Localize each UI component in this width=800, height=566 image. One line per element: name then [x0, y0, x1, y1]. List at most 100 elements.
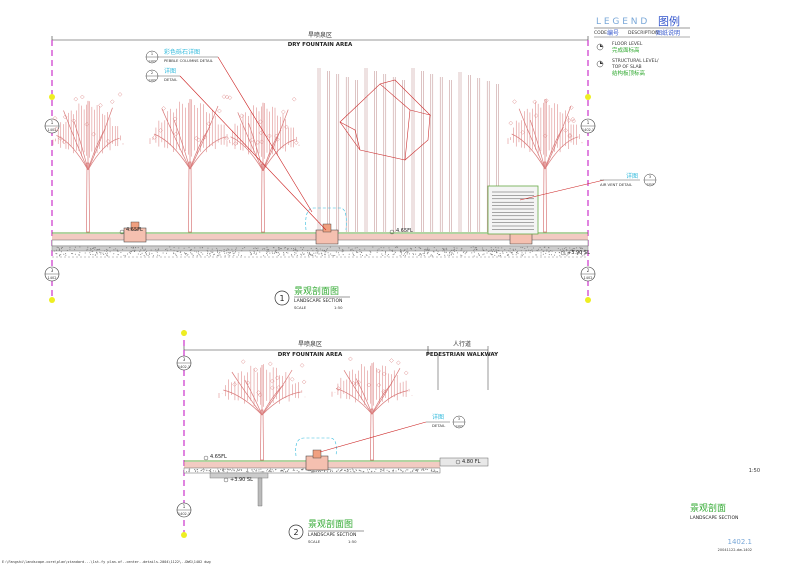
s1-callout-3-en: AIR VENT DETAIL — [600, 182, 633, 187]
legend-code-en: CODE — [594, 30, 607, 36]
tb-file-ref: 20041122-dw-1402 — [718, 548, 752, 552]
s1-callout-3-num: 3 — [649, 175, 651, 179]
s1-grid-dot — [585, 297, 591, 303]
s1-callout-1-cn: 彩色砾石详图 — [164, 48, 200, 56]
s1-grid-dot — [49, 94, 55, 100]
tree — [53, 92, 123, 232]
s1-fountain-slats — [318, 68, 499, 232]
tb-sheet-no: 1402.1 — [728, 538, 753, 546]
s2-level-left-text: 4.65FL — [210, 454, 227, 460]
tree — [227, 97, 299, 232]
s1-air-vent — [488, 186, 538, 234]
s2-title-num: 2 — [293, 528, 298, 537]
s2-level-sl-text: +3.90 SL — [230, 477, 253, 483]
s1-callout-3-sheet: 1114 — [646, 182, 654, 186]
legend-code-cn: 编号 — [607, 29, 619, 37]
s2-scale-value: 1:50 — [348, 539, 357, 544]
tree — [150, 95, 232, 232]
s2-title-en: LANDSCAPE SECTION — [308, 532, 356, 538]
floor-level-symbol — [597, 44, 603, 50]
s1-grid-bubble-sheet: 1402 — [48, 276, 57, 280]
legend-desc-en: DESCRIPTION — [628, 30, 658, 36]
legend-item2-en1: STRUCTURAL LEVEL/ — [612, 58, 659, 64]
s1-grid-bubble-num: 1 — [51, 120, 54, 125]
s1-callout-2-sheet: 1103 — [148, 78, 156, 82]
s1-callout-1-num: 1 — [151, 52, 153, 56]
s2-title: 2 景观剖面图 LANDSCAPE SECTION SCALE 1:50 — [289, 518, 364, 544]
legend-desc-cn: 图纸说明 — [656, 29, 680, 37]
s1-callout-2-cn: 详图 — [164, 67, 176, 75]
s1-grid-bubble-left-top: 1 1402 — [45, 119, 59, 133]
s1-level-left-text: 4.65FL — [126, 227, 143, 233]
legend-title-en: L E G E N D — [596, 17, 647, 27]
tb-title-cn: 景观剖面 — [690, 502, 726, 514]
s1-grid-bubble-right-top: 1 1402.1 — [581, 119, 595, 133]
s1-grid-dot — [49, 297, 55, 303]
s1-grid-bubble-num: 1 — [587, 120, 590, 125]
s2-grid-bubble-top: 3 1402.1 — [177, 356, 191, 370]
s1-callout-2-num: 2 — [151, 71, 153, 75]
s1-grid-bubble-sheet: 1402.1 — [582, 128, 594, 132]
s1-scale-label: SCALE — [294, 305, 307, 310]
s2-area2-cn: 人行道 — [453, 340, 471, 348]
s1-grid-bubble-right-bottom: 2 1402 — [581, 267, 595, 281]
legend-item2-en2: TOP OF SLAB — [611, 64, 642, 70]
section-1: 旱喷泉区 DRY FOUNTAIN AREA 1 1402 1 1402.1 3… — [45, 31, 656, 310]
s2-scale-label: SCALE — [308, 539, 321, 544]
s1-title: 1 景观剖面图 LANDSCAPE SECTION SCALE 1:50 — [275, 285, 350, 310]
s1-area-cn: 旱喷泉区 — [308, 31, 332, 39]
tree — [219, 360, 306, 460]
s2-trees — [219, 357, 412, 460]
legend-item1-en: FLOOR LEVEL — [612, 41, 643, 47]
s2-grid-dot — [181, 532, 187, 538]
legend: L E G E N D 图例 CODE 编号 DESCRIPTION 图纸说明 … — [594, 14, 690, 77]
legend-item2-cn: 结构板顶标高 — [612, 69, 646, 77]
s2-grid-bubble-sheet: 1402.1 — [178, 512, 190, 516]
s1-grid-bubble-num: 2 — [587, 268, 590, 273]
s2-grid-bubble-sheet: 1402.1 — [178, 365, 190, 369]
s1-title-cn: 景观剖面图 — [294, 285, 339, 297]
s2-area1-cn: 旱喷泉区 — [298, 340, 322, 348]
s1-level-right-text: +3.90 SL — [567, 250, 590, 256]
s2-callout-sheet: 1103 — [455, 424, 463, 428]
s2-area2-en: PEDESTRIAN WALKWAY — [426, 352, 499, 358]
s1-grid-bubble-sheet: 1402 — [584, 276, 593, 280]
s1-callout-2-en: DETAIL — [164, 77, 178, 82]
s1-canopy-sculpture — [340, 80, 430, 160]
s2-callout-num: 3 — [458, 417, 460, 421]
s2-grid-bubble-num: 3 — [183, 357, 186, 362]
s1-grid-dot — [585, 94, 591, 100]
tree — [332, 357, 412, 460]
s2-level-right-text: 4.80 FL — [462, 459, 481, 465]
s1-callout-2: 2 1103 详图 DETAIL — [146, 67, 326, 230]
s2-callout-en: DETAIL — [432, 423, 446, 428]
s1-callout-3-cn: 详图 — [626, 172, 638, 180]
s1-area-en: DRY FOUNTAIN AREA — [288, 42, 353, 48]
s1-grid-bubble-num: 3 — [51, 268, 54, 273]
s1-callout-1-en: PEBBLE COLUMNS DETAIL — [164, 58, 214, 63]
footer-file-path: E:\Fangshi\landscape-core\plan\standard.… — [2, 560, 211, 564]
section-2: 旱喷泉区 DRY FOUNTAIN AREA 人行道 PEDESTRIAN WA… — [177, 330, 499, 544]
s1-scale-value: 1:50 — [334, 305, 343, 310]
s2-grid-bubble-bottom: 1 1402.1 — [177, 503, 191, 517]
s1-title-en: LANDSCAPE SECTION — [294, 298, 342, 304]
legend-item1-cn: 完成面标高 — [612, 46, 640, 54]
legend-title-cn: 图例 — [658, 14, 680, 28]
s2-callout-cn: 详图 — [432, 413, 444, 421]
s1-callout-1-sheet: 1103 — [148, 59, 156, 63]
s2-title-cn: 景观剖面图 — [308, 518, 353, 530]
s2-area1-en: DRY FOUNTAIN AREA — [278, 352, 343, 358]
s2-level-left: 4.65FL — [204, 454, 227, 460]
s2-grid-dot — [181, 330, 187, 336]
structural-level-symbol — [597, 61, 603, 67]
s1-grid-bubble-sheet: 1402 — [48, 128, 57, 132]
s1-title-num: 1 — [279, 294, 284, 303]
title-block: 1:50 景观剖面 LANDSCAPE SECTION 1402.1 20041… — [690, 468, 760, 552]
s1-level-mid: 4.65FL — [390, 228, 413, 234]
tb-scale: 1:50 — [749, 468, 760, 474]
s1-grid-bubble-left-bottom: 3 1402 — [45, 267, 59, 281]
s1-level-mid-text: 4.65FL — [396, 228, 413, 234]
s2-grid-bubble-num: 1 — [183, 504, 186, 509]
s2-callout: 详图 DETAIL 3 1103 — [320, 413, 465, 452]
